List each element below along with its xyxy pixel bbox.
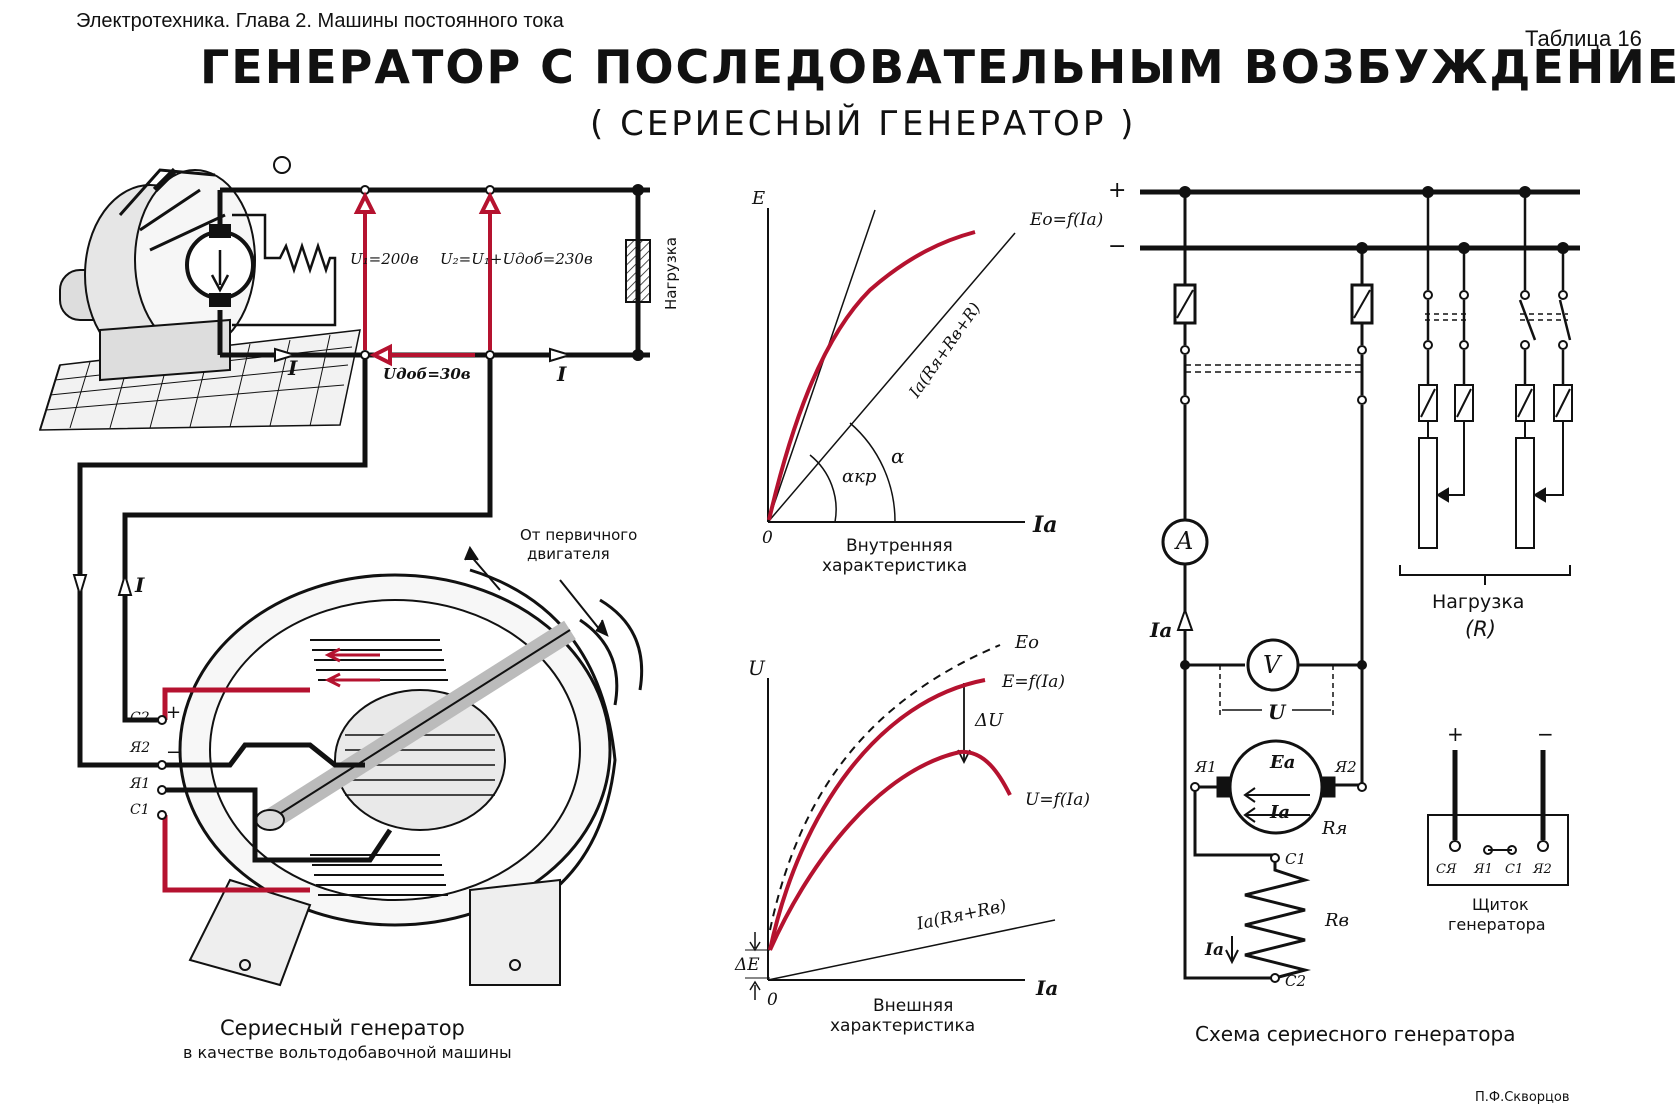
current-label-down: I [135, 573, 145, 597]
internal-curve-label: Eо=f(Iа) [1030, 210, 1104, 230]
terminal-plus: + [166, 702, 182, 723]
external-x-label: Iа [1036, 976, 1059, 1000]
breadcrumb: Электротехника. Глава 2. Машины постоянн… [76, 10, 564, 32]
current-label-right: I [557, 362, 567, 386]
terminal-ya2: Я2 [130, 740, 151, 756]
large-generator-illustration [165, 545, 644, 987]
panel-terminal-ya2: Я2 [1533, 862, 1552, 877]
internal-caption-1: Внутренняя [846, 536, 953, 556]
left-caption-1: Сериесный генератор [220, 1016, 465, 1040]
voltmeter-label: V [1263, 651, 1281, 679]
internal-y-label: E [752, 188, 766, 209]
drop-line [767, 919, 1056, 981]
terminal-c1: С1 [130, 802, 150, 818]
schematic-ya2: Я2 [1335, 758, 1357, 776]
page-subtitle: ( СЕРИЕСНЫЙ ГЕНЕРАТОР ) [590, 104, 1137, 144]
schematic-caption: Схема сериесного генератора [1195, 1022, 1516, 1046]
e-curve-label: E=f(Iа) [1002, 672, 1066, 692]
panel-caption-2: генератора [1448, 915, 1546, 934]
u-curve-label: U=f(Iа) [1025, 790, 1090, 810]
terminal-c2: С2 [130, 710, 150, 726]
critical-line [767, 209, 876, 523]
panel-caption-1: Щиток [1472, 895, 1529, 914]
panel-terminal-ya1: Я1 [1474, 862, 1493, 877]
bus-minus-label: − [1108, 234, 1127, 259]
ia-coil-label: Iа [1205, 940, 1224, 960]
terminal-ya1: Я1 [130, 776, 151, 792]
load-r-label: (R) [1465, 617, 1496, 641]
panel-terminal-sya: СЯ [1436, 862, 1457, 877]
internal-caption-2: характеристика [822, 556, 968, 576]
e-curve [768, 678, 986, 951]
schematic-c2: С2 [1285, 972, 1307, 990]
terminal-minus: − [166, 742, 182, 763]
panel-terminal-c1: С1 [1505, 862, 1524, 877]
schematic-ya1: Я1 [1195, 758, 1217, 776]
internal-curve [767, 230, 976, 521]
u-curve [768, 749, 1012, 951]
delta-u-label: ΔU [975, 710, 1004, 731]
u-label: U [1268, 700, 1286, 724]
panel-plus-label: + [1447, 722, 1464, 746]
page-title: ГЕНЕРАТОР С ПОСЛЕДОВАТЕЛЬНЫМ ВОЗБУЖДЕНИЕ… [200, 40, 1680, 94]
angle-label: α [891, 444, 905, 468]
e0-label: Eо [1015, 632, 1039, 653]
e0-curve [769, 644, 1001, 931]
ra-label: Rя [1322, 818, 1348, 839]
external-origin: 0 [767, 990, 778, 1010]
udob-label: Uдоб=30в [383, 365, 471, 383]
ia-label: Iа [1150, 618, 1173, 642]
bus-plus-label: + [1108, 178, 1127, 203]
current-label-top: I [288, 356, 298, 380]
schematic-c1: С1 [1285, 850, 1307, 868]
internal-origin: 0 [762, 528, 773, 548]
ammeter-label: A [1176, 527, 1194, 555]
author-signature: П.Ф.Скворцов [1475, 1090, 1570, 1105]
resistance-line [767, 232, 1016, 523]
from-motor-label-2: двигателя [527, 545, 610, 563]
external-y-label: U [748, 656, 765, 680]
panel-minus-label: − [1537, 722, 1554, 746]
left-caption-2: в качестве вольтодобавочной машины [183, 1043, 512, 1062]
delta-e-label: ΔE [735, 955, 760, 975]
ia-inner-label: Iа [1270, 802, 1291, 823]
angle-critical-label: αкр [842, 466, 877, 487]
ea-label: Eа [1270, 752, 1296, 773]
internal-x-label: Iа [1033, 512, 1058, 538]
load-label: Нагрузка [1432, 591, 1525, 613]
u1-label: U₁=200в [350, 250, 419, 268]
from-motor-label-1: От первичного [520, 526, 638, 544]
external-caption-2: характеристика [830, 1016, 976, 1036]
u2-label: U₂=U₁+Uдоб=230в [440, 250, 593, 268]
rv-label: Rв [1325, 910, 1350, 931]
table-number: Таблица 16 [1525, 26, 1642, 51]
external-caption-1: Внешняя [873, 996, 954, 1016]
